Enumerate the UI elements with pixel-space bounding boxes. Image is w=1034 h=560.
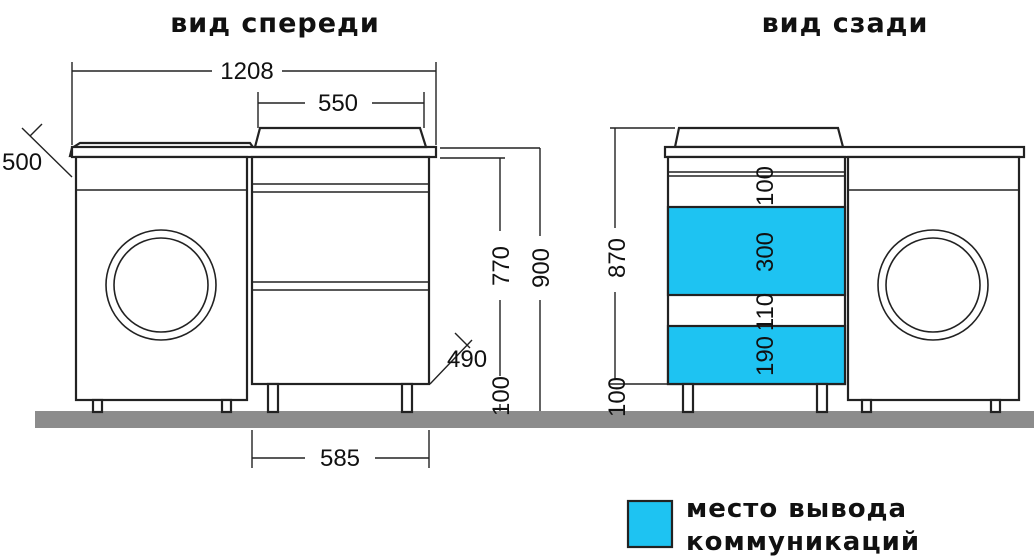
communication-zone-lower [666, 324, 847, 386]
seg-110-label: 110 [752, 293, 779, 331]
front-view: 1208 550 500 770 900 100 490 585 [2, 58, 555, 472]
front-washing-machine [74, 155, 249, 402]
legend: место вывода коммуникаций [626, 494, 920, 557]
dim-height-870: 870 [604, 238, 631, 278]
dim-bottom-width: 585 [320, 445, 360, 472]
legend-line1: место вывода [686, 494, 907, 524]
back-cabinet-leg-left [681, 382, 695, 414]
dim-total-width: 1208 [220, 58, 273, 85]
dim-490-tick [454, 332, 471, 349]
dim-front-legs-100: 100 [488, 376, 515, 416]
dim-490-diagonal [429, 339, 473, 385]
dim-cabinet-top-width: 550 [318, 90, 358, 117]
back-countertop [663, 145, 1026, 159]
dim-height-900: 900 [528, 248, 555, 288]
back-machine-door-inner [885, 237, 981, 333]
back-machine-foot-right [989, 398, 1002, 414]
dim-back-legs-100: 100 [604, 377, 631, 417]
dim-height-770: 770 [488, 246, 515, 286]
dim-depth-top: 500 [2, 149, 42, 176]
legend-line2: коммуникаций [686, 527, 920, 557]
dim-depth-490: 490 [447, 346, 487, 373]
back-view-title: вид сзади [762, 8, 929, 39]
floor [35, 411, 1034, 428]
front-machine-door-inner [113, 237, 209, 333]
back-washing-machine [846, 155, 1021, 402]
front-machine-door-outer [105, 229, 217, 341]
dim-500-tick [29, 123, 43, 137]
back-view: 100 300 110 190 870 100 [604, 126, 1026, 417]
back-cabinet-leg-right [815, 382, 829, 414]
front-countertop [70, 145, 438, 159]
back-machine-door-outer [877, 229, 989, 341]
communication-zone-upper [666, 205, 847, 297]
back-sink-top [673, 126, 845, 149]
legend-swatch [626, 499, 674, 549]
seg-100-label: 100 [752, 166, 779, 206]
front-view-title: вид спереди [170, 8, 380, 39]
front-machine-foot-right [220, 398, 233, 414]
seg-300-label: 300 [752, 232, 779, 272]
front-machine-foot-left [91, 398, 104, 414]
front-cabinet-leg-left [266, 382, 280, 414]
seg-190-label: 190 [752, 336, 779, 376]
back-machine-foot-left [860, 398, 873, 414]
front-cabinet-leg-right [400, 382, 414, 414]
front-sink-top [253, 126, 428, 149]
front-cabinet [250, 155, 431, 386]
